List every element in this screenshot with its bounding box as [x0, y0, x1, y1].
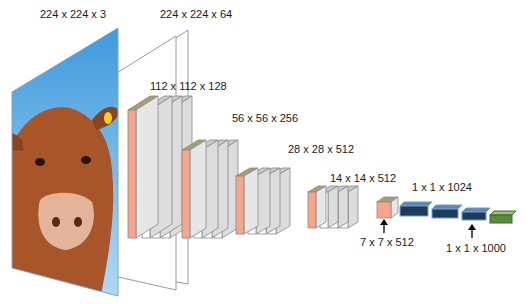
pointer-arrow — [380, 219, 476, 238]
dimension-label: 112 x 112 x 128 — [150, 80, 227, 93]
dimension-label: 28 x 28 x 512 — [288, 143, 354, 156]
dimension-label: 1 x 1 x 1024 — [412, 181, 472, 194]
dimension-label: 14 x 14 x 512 — [330, 172, 396, 185]
dimension-label: 56 x 56 x 256 — [232, 112, 298, 125]
dimension-label: 1 x 1 x 1000 — [446, 242, 506, 255]
softmax-block — [490, 211, 516, 223]
conv-plates — [128, 96, 192, 238]
dimension-label: 224 x 224 x 64 — [160, 8, 232, 21]
conv-plates — [182, 140, 238, 238]
input-image — [0, 20, 130, 304]
dimension-label: 7 x 7 x 512 — [360, 236, 414, 249]
conv-plates — [308, 186, 358, 228]
pool-block — [377, 197, 398, 218]
dimension-label: 224 x 224 x 3 — [40, 8, 106, 21]
conv-plates — [236, 168, 290, 234]
fc-blocks — [400, 202, 490, 220]
